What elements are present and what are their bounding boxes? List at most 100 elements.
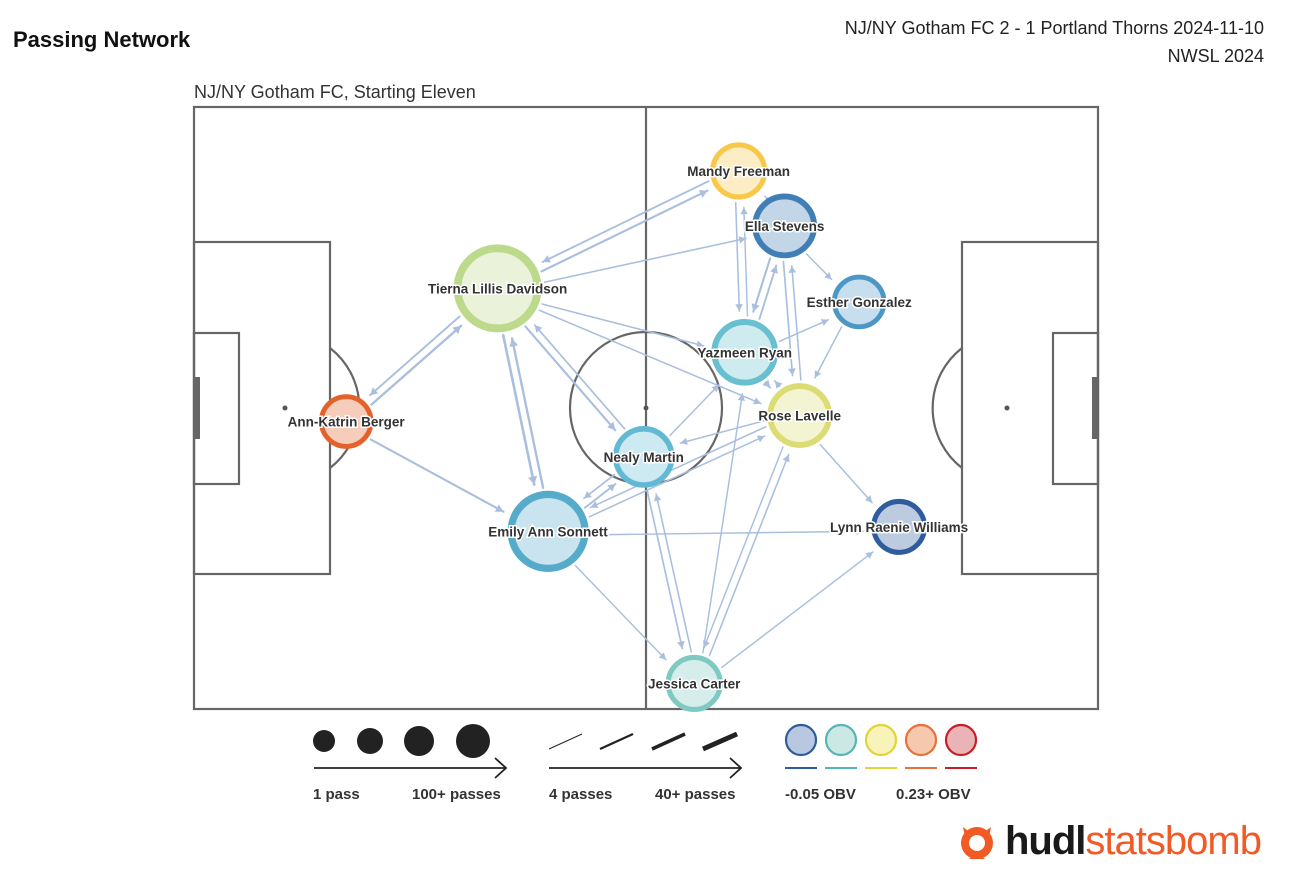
obv-legend-max: 0.23+ OBV — [896, 786, 971, 803]
pass-arrowhead-carter-to-lavelle — [782, 454, 790, 463]
width-legend-line-2 — [599, 732, 634, 751]
pass-edge-davidson-to-lavelle — [538, 309, 762, 405]
pass-arrowhead-gonzalez-to-lavelle — [814, 370, 822, 378]
pass-edge-davidson-to-martin — [524, 325, 617, 432]
pass-edge-lavelle-to-williams — [819, 443, 873, 504]
pass-arrowhead-berger-to-sonnett — [494, 504, 504, 512]
player-nodes — [318, 142, 928, 713]
pass-edge-carter-to-martin — [655, 493, 693, 653]
brand-logo: hudl statsbomb — [955, 815, 1262, 867]
player-node-ella-stevens — [752, 193, 818, 259]
player-label-rose-lavelle: Rose Lavelle — [758, 409, 841, 424]
right-goal — [1092, 377, 1098, 439]
pass-edge-freeman-to-davidson — [541, 180, 710, 263]
width-legend-max: 40+ passes — [655, 786, 736, 803]
pass-edge-lavelle-to-stevens — [791, 265, 802, 381]
size-legend-dot-4 — [456, 724, 490, 758]
pass-edge-davidson-to-stevens — [543, 237, 747, 284]
obv-legend: -0.05 OBV 0.23+ OBV — [784, 723, 978, 803]
pass-edge-sonnett-to-lavelle — [588, 435, 766, 518]
player-label-emily-ann-sonnett: Emily Ann Sonnett — [488, 524, 608, 539]
width-legend-line-1 — [548, 733, 583, 750]
pass-arrowhead-carter-to-ryan — [737, 393, 746, 402]
pass-arrowhead-ryan-to-lavelle — [762, 379, 771, 388]
pass-edge-ryan-to-freeman — [743, 206, 749, 317]
pass-arrowhead-stevens-to-ryan — [751, 303, 760, 312]
pass-edge-berger-to-sonnett — [369, 438, 505, 513]
pass-arrowhead-sonnett-to-davidson — [509, 338, 518, 348]
pass-arrowhead-stevens-to-gonzalez — [824, 272, 832, 280]
player-node-jessica-carter — [665, 654, 723, 713]
width-legend: 4 passes 40+ passes — [548, 731, 743, 803]
player-label-ella-stevens: Ella Stevens — [745, 219, 825, 234]
player-label-tierna-lillis-davidson: Tierna Lillis Davidson — [428, 281, 567, 296]
chart-title: Passing Network — [13, 27, 191, 52]
brand-word-statsbomb: statsbomb — [1085, 818, 1262, 863]
pass-arrowhead-davidson-to-stevens — [738, 236, 746, 244]
obv-legend-swatch-2 — [824, 723, 858, 757]
pass-edge-martin-to-carter — [646, 490, 684, 650]
obv-legend-swatch-5 — [944, 723, 978, 757]
player-label-ann-katrin-berger: Ann-Katrin Berger — [288, 415, 406, 430]
player-label-mandy-freeman: Mandy Freeman — [687, 164, 790, 179]
left-goal — [194, 377, 200, 439]
left-penalty-box — [192, 240, 332, 576]
pass-edge-lavelle-to-sonnett — [589, 425, 767, 509]
left-penalty-spot — [282, 405, 288, 411]
size-legend-arrowhead — [494, 757, 508, 779]
player-node-emily-ann-sonnett — [507, 490, 589, 573]
size-legend-dot-3 — [404, 726, 434, 756]
pass-edge-martin-to-davidson — [533, 324, 626, 430]
size-legend: 1 pass 100+ passes — [313, 724, 508, 803]
pass-arrowhead-freeman-to-ryan — [735, 304, 743, 312]
player-node-ann-katrin-berger — [318, 394, 374, 449]
match-line-2: NWSL 2024 — [1167, 46, 1264, 66]
pass-arrowhead-berger-to-davidson — [452, 325, 462, 335]
pass-arrowhead-sonnett-to-martin — [607, 483, 616, 492]
pass-arrowhead-lavelle-to-williams — [864, 495, 873, 503]
player-node-esther-gonzalez — [831, 274, 887, 330]
player-label-jessica-carter: Jessica Carter — [648, 676, 741, 691]
pass-edge-lavelle-to-carter — [703, 446, 784, 649]
player-node-tierna-lillis-davidson — [453, 244, 542, 333]
pass-edge-stevens-to-ryan — [752, 257, 772, 313]
player-label-lynn-raenie-williams: Lynn Raenie Williams — [830, 520, 968, 535]
size-legend-max: 100+ passes — [412, 786, 501, 803]
right-six-yard-box — [1051, 331, 1100, 486]
pass-edge-davidson-to-berger — [369, 315, 461, 397]
pass-edge-freeman-to-ryan — [734, 201, 741, 312]
pass-arrowhead-davidson-to-berger — [370, 387, 379, 396]
pass-edge-ryan-to-stevens — [758, 264, 778, 320]
pass-arrowhead-lavelle-to-ryan — [774, 380, 783, 389]
pass-arrowhead-lavelle-to-martin — [680, 437, 688, 445]
pass-edge-sonnett-to-carter — [574, 564, 667, 661]
pass-edge-lavelle-to-martin — [679, 419, 766, 444]
pass-arrowhead-carter-to-martin — [653, 493, 662, 502]
pass-arrowhead-carter-to-williams — [865, 551, 873, 559]
match-line-1: NJ/NY Gotham FC 2 - 1 Portland Thorns 20… — [844, 18, 1264, 38]
width-legend-line-3 — [651, 732, 686, 751]
obv-legend-swatch-4 — [904, 723, 938, 757]
pass-edges — [369, 180, 874, 669]
player-node-lynn-raenie-williams — [871, 498, 928, 555]
width-legend-line-4 — [702, 731, 738, 752]
pass-arrowhead-davidson-to-ryan — [696, 340, 704, 348]
pass-edge-davidson-to-sonnett — [501, 333, 536, 486]
size-legend-dot-1 — [313, 730, 335, 752]
pass-arrowhead-freeman-to-davidson — [542, 255, 551, 263]
pass-arrowhead-davidson-to-sonnett — [528, 475, 538, 485]
pass-arrowhead-davidson-to-martin — [607, 421, 616, 431]
pass-arrowhead-martin-to-sonnett — [583, 491, 592, 499]
pass-edge-martin-to-ryan — [669, 384, 720, 437]
pass-edge-sonnett-to-williams — [591, 530, 864, 536]
width-legend-arrowhead — [729, 757, 743, 779]
obv-legend-min: -0.05 OBV — [785, 786, 856, 803]
right-penalty-box — [960, 240, 1100, 576]
pass-arrowhead-davidson-to-freeman — [698, 190, 708, 198]
pass-edge-davidson-to-ryan — [541, 303, 705, 347]
match-info: NJ/NY Gotham FC 2 - 1 Portland Thorns 20… — [845, 14, 1264, 70]
player-node-nealy-martin — [612, 426, 675, 488]
center-spot — [643, 405, 649, 411]
statsbomb-logo-icon — [961, 827, 993, 859]
